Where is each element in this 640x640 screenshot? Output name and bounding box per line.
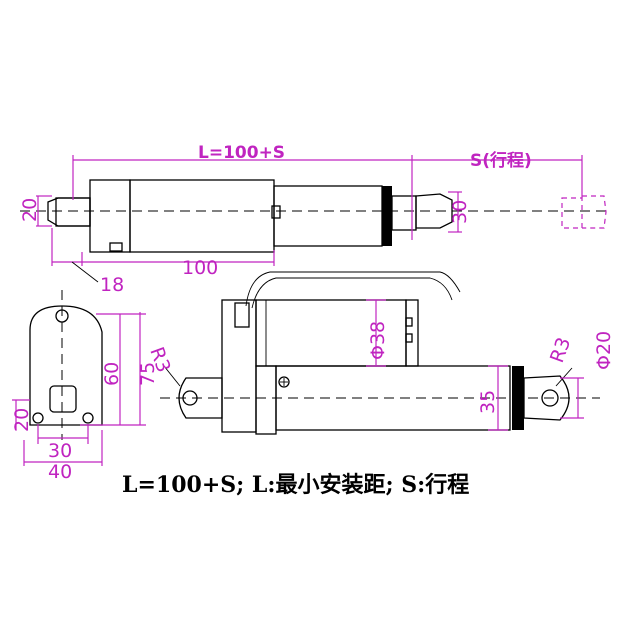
- top-outer-tube: [273, 185, 383, 247]
- side-wire-1: [245, 271, 461, 307]
- top-motor-body: [129, 179, 275, 253]
- dia-right-label: 30: [449, 200, 471, 224]
- top-joint-nub: [271, 205, 281, 219]
- top-motor-cap: [89, 179, 131, 253]
- dim-40-end-label: 40: [48, 461, 72, 483]
- side-front-hole: [541, 389, 559, 407]
- top-tube-collar: [382, 186, 392, 246]
- dim-30-end-label: 30: [48, 440, 72, 462]
- radius-right-label: R3: [546, 334, 575, 365]
- dim-20-end-label: 20: [11, 408, 33, 432]
- stroke-label: S(行程): [470, 150, 532, 171]
- eye-dia-label: Φ20: [593, 331, 615, 370]
- side-rear-hole: [182, 390, 198, 406]
- side-rear-eye: [178, 377, 223, 419]
- top-view: L=100+S S(行程) 20 30 18 100: [19, 143, 612, 296]
- dim-75-label: 75: [137, 362, 159, 386]
- side-motor-cap: [405, 299, 419, 367]
- side-wire-2: [251, 277, 453, 309]
- end-view: 60 75 20 30 40: [11, 290, 159, 483]
- dim-18-label: 18: [100, 274, 124, 296]
- end-bracket-outline: [29, 305, 103, 426]
- side-gear-body: [255, 365, 277, 435]
- side-wire-clip: [234, 302, 250, 328]
- side-outer-tube: [275, 365, 511, 431]
- tube-dia-label: 35: [477, 390, 499, 414]
- side-tube-collar: [512, 366, 524, 430]
- caption-text: L=100+S; L:最小安装距; S:行程: [122, 472, 469, 498]
- top-rear-clevis-block: [55, 197, 91, 227]
- end-hole-left: [32, 412, 44, 424]
- end-center-square: [49, 385, 77, 413]
- top-front-eye: [415, 193, 453, 229]
- side-view: Φ38 35 R3 R3 Φ20: [145, 271, 615, 435]
- dim-60-label: 60: [101, 362, 123, 386]
- top-rear-clevis: [47, 197, 91, 227]
- motor-dia-label: Φ38: [367, 321, 389, 360]
- side-screw: [278, 376, 290, 388]
- top-extended-rod: [561, 197, 583, 229]
- side-front-eye: [523, 375, 570, 421]
- top-motor-tab: [109, 242, 123, 252]
- top-extended-eye: [582, 195, 607, 229]
- length-label: L=100+S: [198, 143, 285, 163]
- end-hole-right: [82, 412, 94, 424]
- dim-100-label: 100: [182, 257, 218, 279]
- side-rear-block: [221, 299, 257, 433]
- dia-left-label: 20: [19, 198, 41, 222]
